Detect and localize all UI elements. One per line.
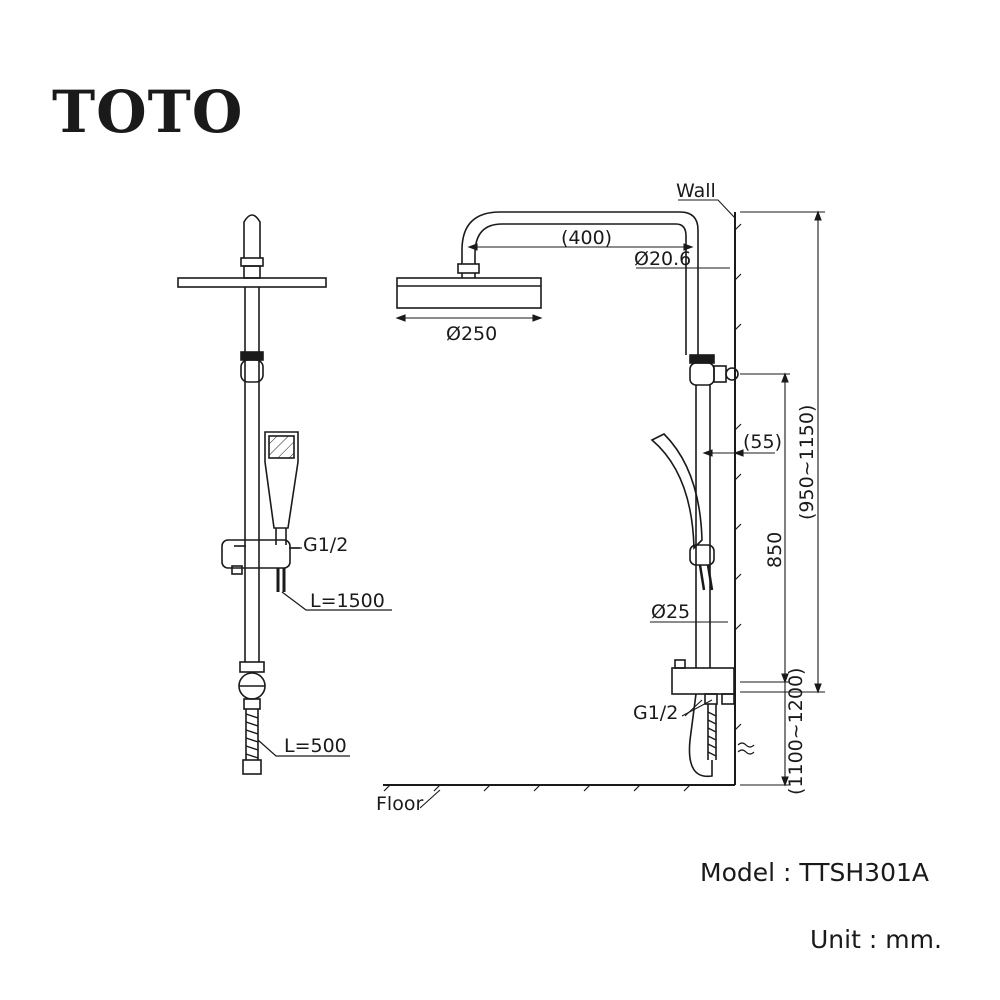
mixer-lever <box>674 659 686 669</box>
side-shower-head <box>396 277 542 309</box>
front-view <box>177 214 392 775</box>
front-connector-nut <box>243 265 261 279</box>
label-pipe-dia: Ø20.6 <box>634 248 691 270</box>
label-lower-pipe-dia: Ø25 <box>651 601 690 623</box>
leader-floor <box>419 789 441 809</box>
label-thread-right: G1/2 <box>633 702 678 724</box>
shower-arm-outer <box>461 211 699 355</box>
label-floor: Floor <box>376 793 423 815</box>
front-slider-holder <box>221 539 291 569</box>
unit-label: Unit <box>810 925 861 954</box>
label-thread-left: G1/2 <box>303 534 348 556</box>
front-coupling-band <box>240 351 264 361</box>
front-lower-connector <box>239 661 265 673</box>
wall-break-mark <box>737 742 755 755</box>
model-line: Model : TTSH301A <box>700 858 929 887</box>
side-arm-connector <box>457 263 480 274</box>
label-hose-1500: L=1500 <box>310 590 385 612</box>
label-total-height: (950~1150) <box>796 405 818 520</box>
side-coupling-band <box>689 354 715 364</box>
label-hose-500: L=500 <box>284 735 347 757</box>
label-rail-length: 850 <box>764 532 786 568</box>
leader-hose-500 <box>257 739 350 757</box>
leader-hose-1500 <box>281 591 392 611</box>
side-coupling <box>689 362 715 386</box>
unit-line: Unit : mm. <box>810 925 942 954</box>
front-hand-shower-spray-face <box>268 435 295 459</box>
wall-bracket <box>713 365 727 383</box>
side-slider-holder <box>689 544 715 566</box>
front-coupling <box>240 359 264 383</box>
front-connector <box>240 257 264 267</box>
front-hand-shower <box>264 431 299 529</box>
label-arm-length: (400) <box>561 227 612 249</box>
side-hose-loop <box>688 693 713 778</box>
shower-arm-inner <box>474 223 687 355</box>
mixer-body <box>671 667 735 695</box>
front-inlet-nut <box>242 759 262 775</box>
unit-value: mm. <box>885 925 942 954</box>
side-view <box>383 211 755 792</box>
model-label: Model <box>700 858 776 887</box>
wall-hatch <box>734 223 742 731</box>
dimension-lines <box>395 199 825 809</box>
leader-wall <box>678 199 736 219</box>
front-shower-head <box>177 277 327 288</box>
model-value: TTSH301A <box>799 858 929 887</box>
label-bracket-offset: (55) <box>743 431 782 453</box>
label-mixer-height: (1100~1200) <box>785 668 807 795</box>
label-head-dia: Ø250 <box>446 323 497 345</box>
toto-logo: TOTO <box>52 78 244 146</box>
side-hand-shower <box>650 433 703 550</box>
label-wall: Wall <box>676 180 716 202</box>
front-pipe-top <box>243 214 261 258</box>
floor-hatch <box>383 784 691 792</box>
